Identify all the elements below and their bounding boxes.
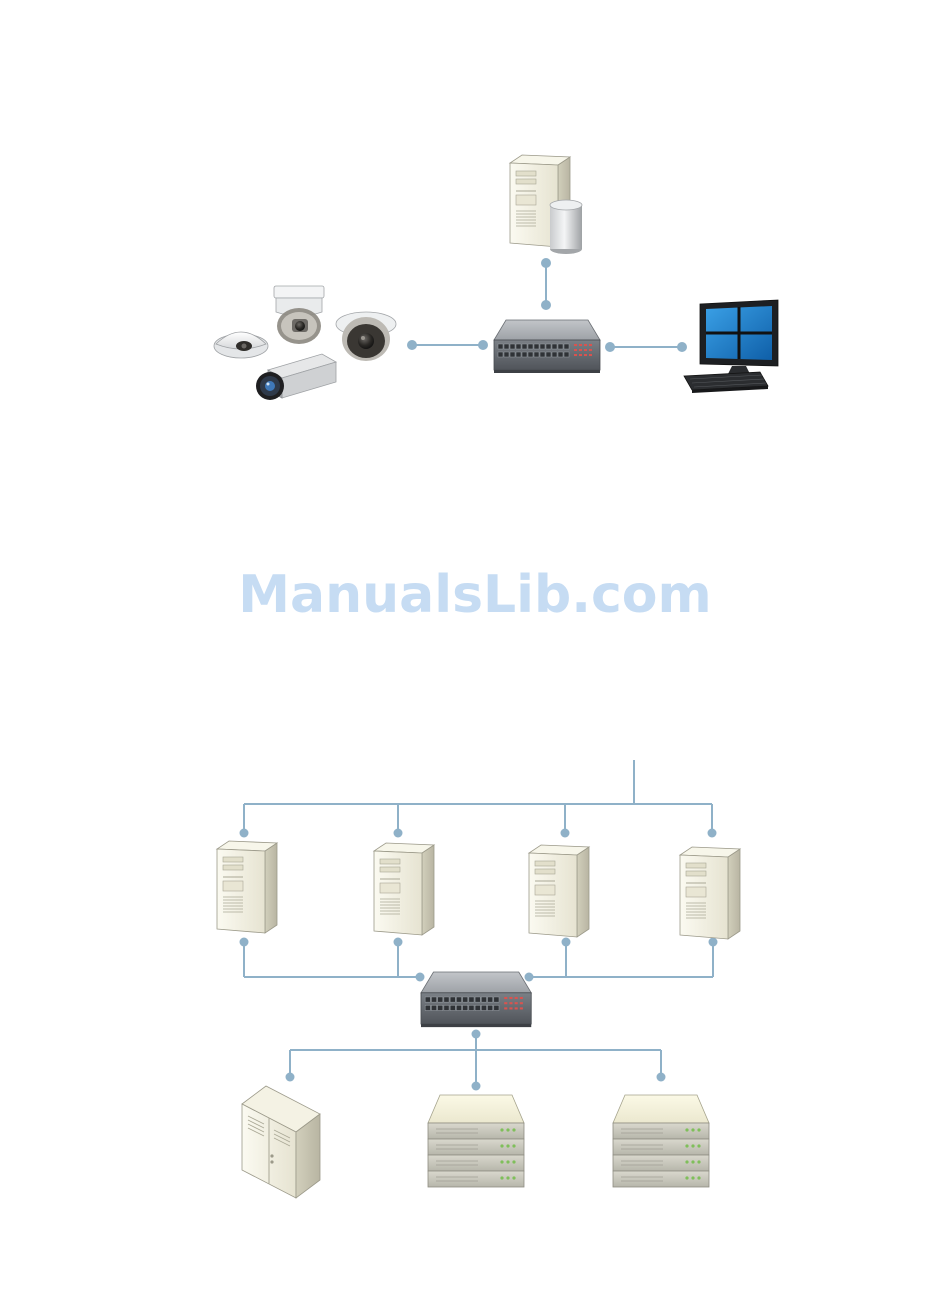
basic-system-diagram [214, 155, 778, 400]
mini-dome-camera-icon [214, 332, 268, 358]
box-camera-icon [256, 354, 336, 400]
server-tower-icon [374, 843, 434, 935]
camera-group-icon [214, 286, 396, 400]
rack-storage-stack-icon [613, 1095, 709, 1187]
server-tower-icon [217, 841, 277, 933]
rack-storage-stack-icon [428, 1095, 524, 1187]
distributed-system-diagram [217, 760, 740, 1198]
fixed-dome-camera-icon [336, 312, 396, 361]
watermark-text: ManualsLib.com [0, 562, 950, 628]
server-tower-icon [529, 845, 589, 937]
network-switch-icon [421, 972, 531, 1027]
connector-dots-bottom [240, 829, 718, 1091]
watermark-container: ManualsLib.com [0, 562, 950, 632]
client-workstation-icon [684, 300, 778, 393]
storage-cylinder-icon [550, 200, 582, 254]
network-switch-icon [494, 320, 600, 373]
server-tower-icon [680, 847, 740, 939]
ptz-dome-camera-icon [274, 286, 324, 344]
storage-cabinet-icon [242, 1086, 320, 1198]
recording-server-with-storage-icon [510, 155, 582, 254]
monitor-icon [700, 300, 778, 374]
keyboard-icon [684, 372, 768, 393]
